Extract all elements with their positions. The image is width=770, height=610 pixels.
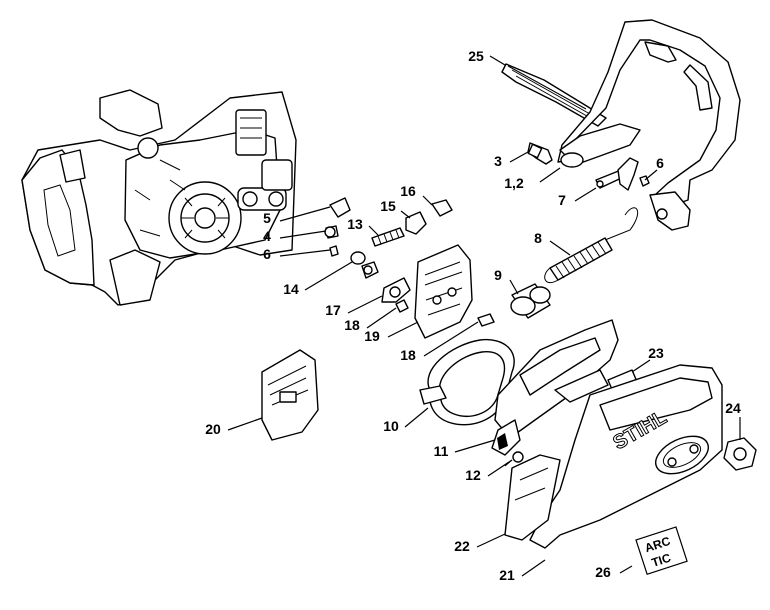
callout-19: 19 [364, 328, 380, 344]
callout-6: 6 [656, 155, 664, 171]
callout-20: 20 [205, 421, 221, 437]
callout-4: 4 [263, 228, 271, 244]
callout-26: 26 [595, 564, 611, 580]
callout-10: 10 [383, 418, 399, 434]
callout-14: 14 [283, 281, 299, 297]
callout-11: 11 [434, 443, 449, 459]
small-parts [324, 197, 453, 313]
engine-housing [21, 89, 297, 306]
callout-3: 3 [494, 153, 502, 169]
part-3-pin [527, 142, 553, 165]
callout-22: 22 [454, 538, 470, 554]
callout-7: 7 [558, 192, 566, 208]
callout-8: 8 [534, 230, 542, 246]
callout-15: 15 [380, 198, 396, 214]
callout-12: 12 [465, 467, 481, 483]
part-21-sprocket-cover [529, 364, 723, 549]
callout-18: 18 [400, 347, 416, 363]
part-22-chain-catcher [504, 454, 561, 541]
part-8-spring [544, 207, 639, 284]
part-10-brake-band [419, 338, 515, 426]
callout-24: 24 [725, 400, 741, 416]
callout-21: 21 [499, 567, 515, 583]
part-24-nut [723, 437, 757, 471]
leader-lines [227, 55, 741, 577]
callout-6: 6 [263, 246, 271, 262]
svg-text:TIC: TIC [650, 550, 673, 569]
callout-9: 9 [494, 267, 502, 283]
part-20-plate [261, 349, 319, 441]
callout-13: 13 [347, 216, 363, 232]
callout-18: 18 [344, 317, 360, 333]
callout-17: 17 [325, 302, 341, 318]
arctic-logo: ARC TIC [635, 526, 688, 575]
hand-guard [557, 19, 741, 231]
callout-5: 5 [263, 210, 271, 226]
part-19-plate [414, 244, 495, 339]
callout-25: 25 [468, 48, 484, 64]
callout-1-2: 1,2 [504, 175, 524, 191]
part-11-brake-assembly [491, 319, 619, 456]
part-7-lever [595, 157, 650, 191]
callout-16: 16 [400, 183, 416, 199]
part-25-grip [501, 63, 607, 127]
part-9-bushing [510, 283, 551, 319]
callout-23: 23 [648, 345, 664, 361]
